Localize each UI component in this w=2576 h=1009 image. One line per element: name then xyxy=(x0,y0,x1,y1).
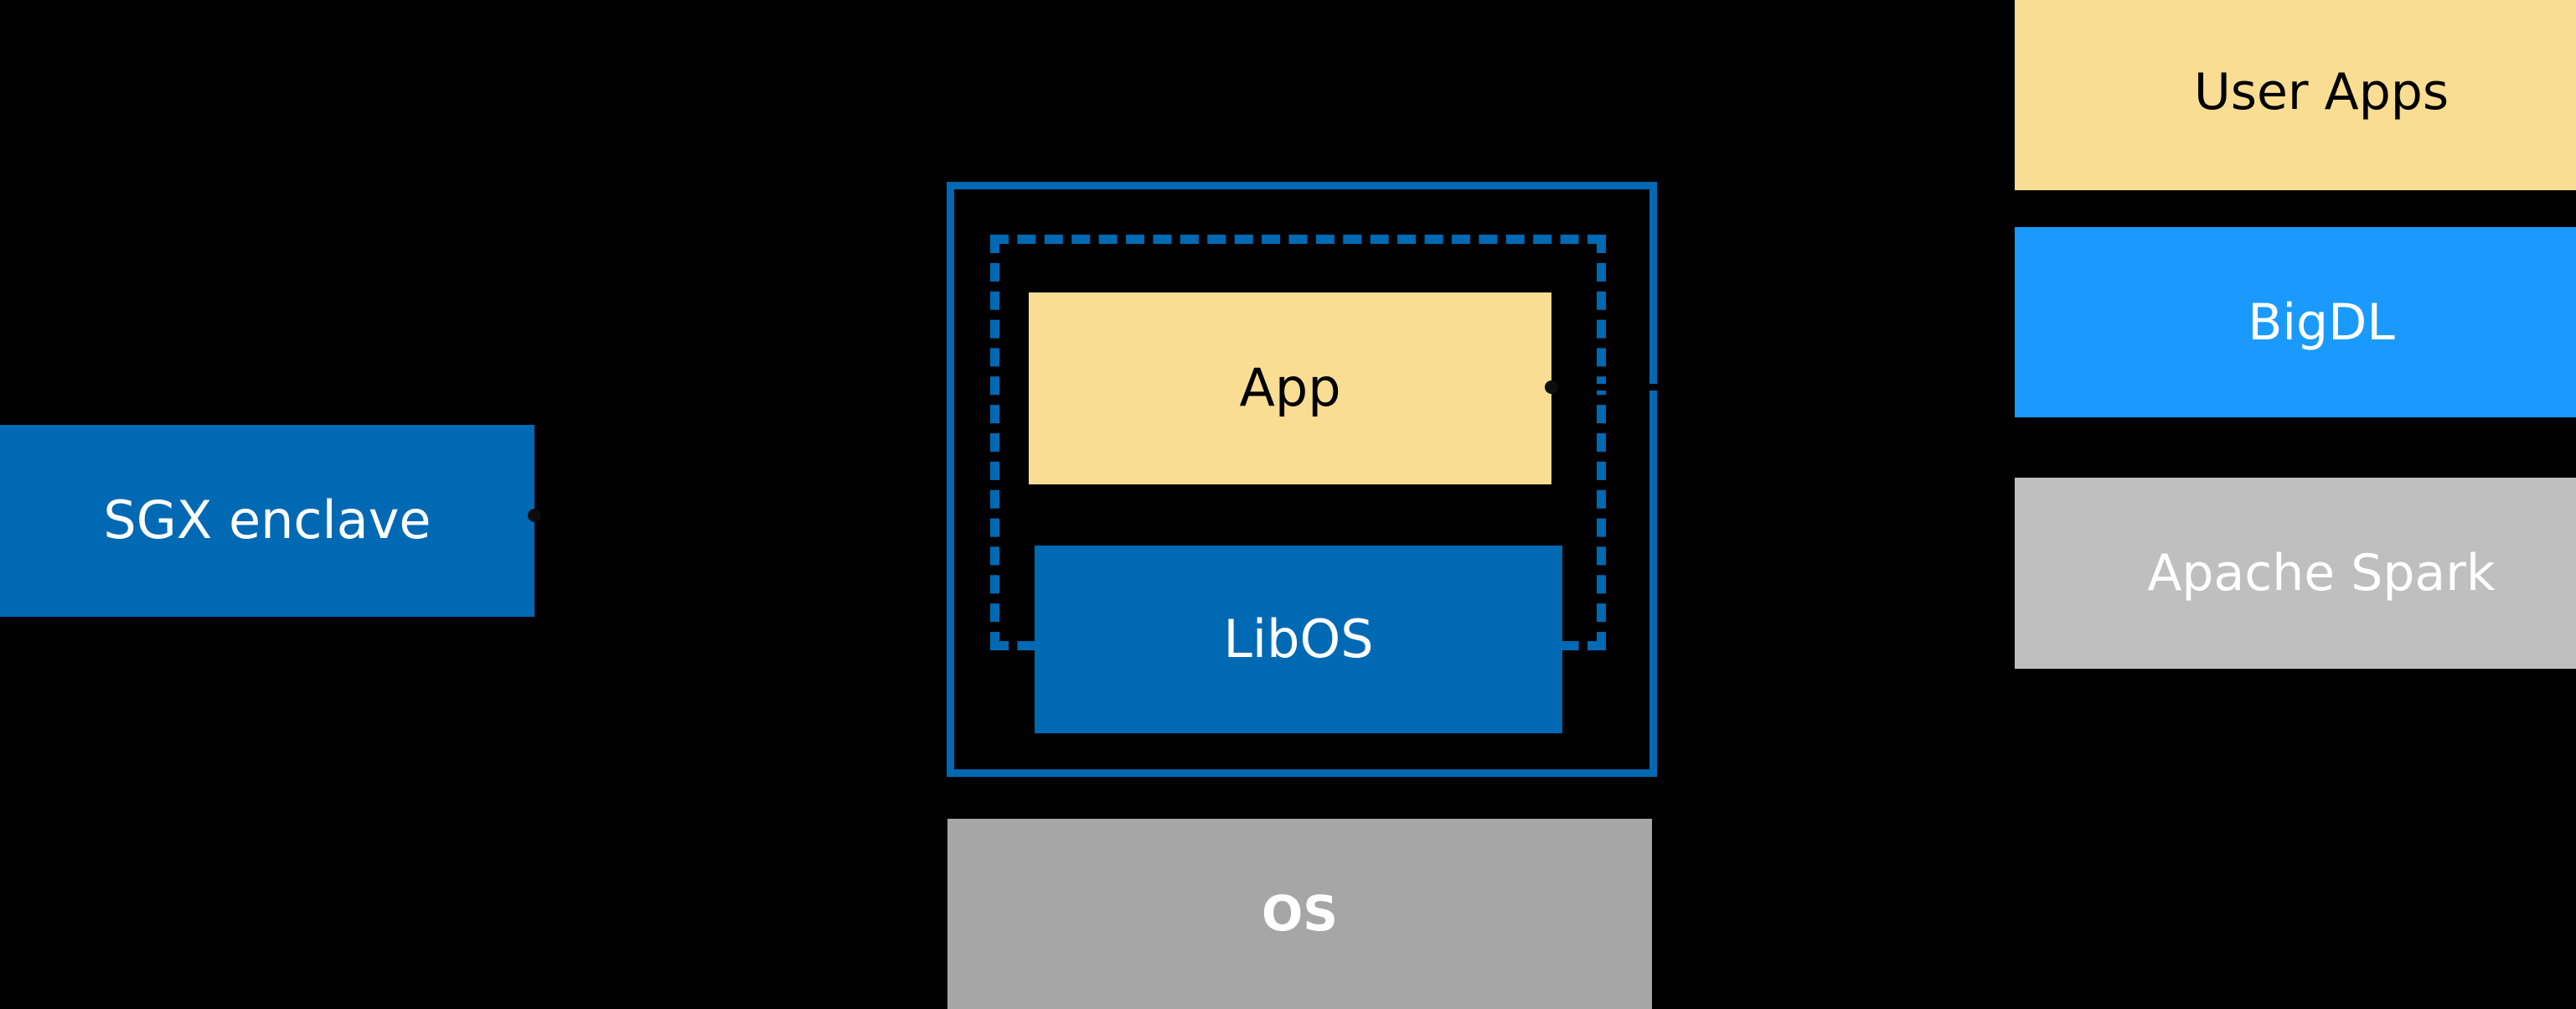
bigdl-label: BigDL xyxy=(2248,292,2395,352)
arrowhead-icon-sgx xyxy=(528,509,541,522)
connector-sgx-to-enclave xyxy=(534,512,947,519)
user-apps-label: User Apps xyxy=(2193,62,2450,122)
os-label: OS xyxy=(1261,884,1339,942)
apache-spark-label: Apache Spark xyxy=(2147,544,2496,603)
sgx-enclave-label: SGX enclave xyxy=(103,489,431,551)
libos-box[interactable]: LibOS xyxy=(1035,546,1562,733)
connector-userapps-to-app xyxy=(1551,384,2015,391)
user-apps-box[interactable]: User Apps xyxy=(2015,0,2576,190)
apache-spark-box[interactable]: Apache Spark xyxy=(2015,478,2576,669)
app-label: App xyxy=(1239,357,1341,419)
enclave-boundary-outline xyxy=(947,182,1657,777)
sgx-enclave-box[interactable]: SGX enclave xyxy=(0,425,534,617)
bigdl-box[interactable]: BigDL xyxy=(2015,227,2576,417)
libos-label: LibOS xyxy=(1223,608,1374,670)
app-box[interactable]: App xyxy=(1029,292,1551,484)
os-box[interactable]: OS xyxy=(947,819,1652,1009)
arrowhead-icon-app xyxy=(1545,380,1558,394)
